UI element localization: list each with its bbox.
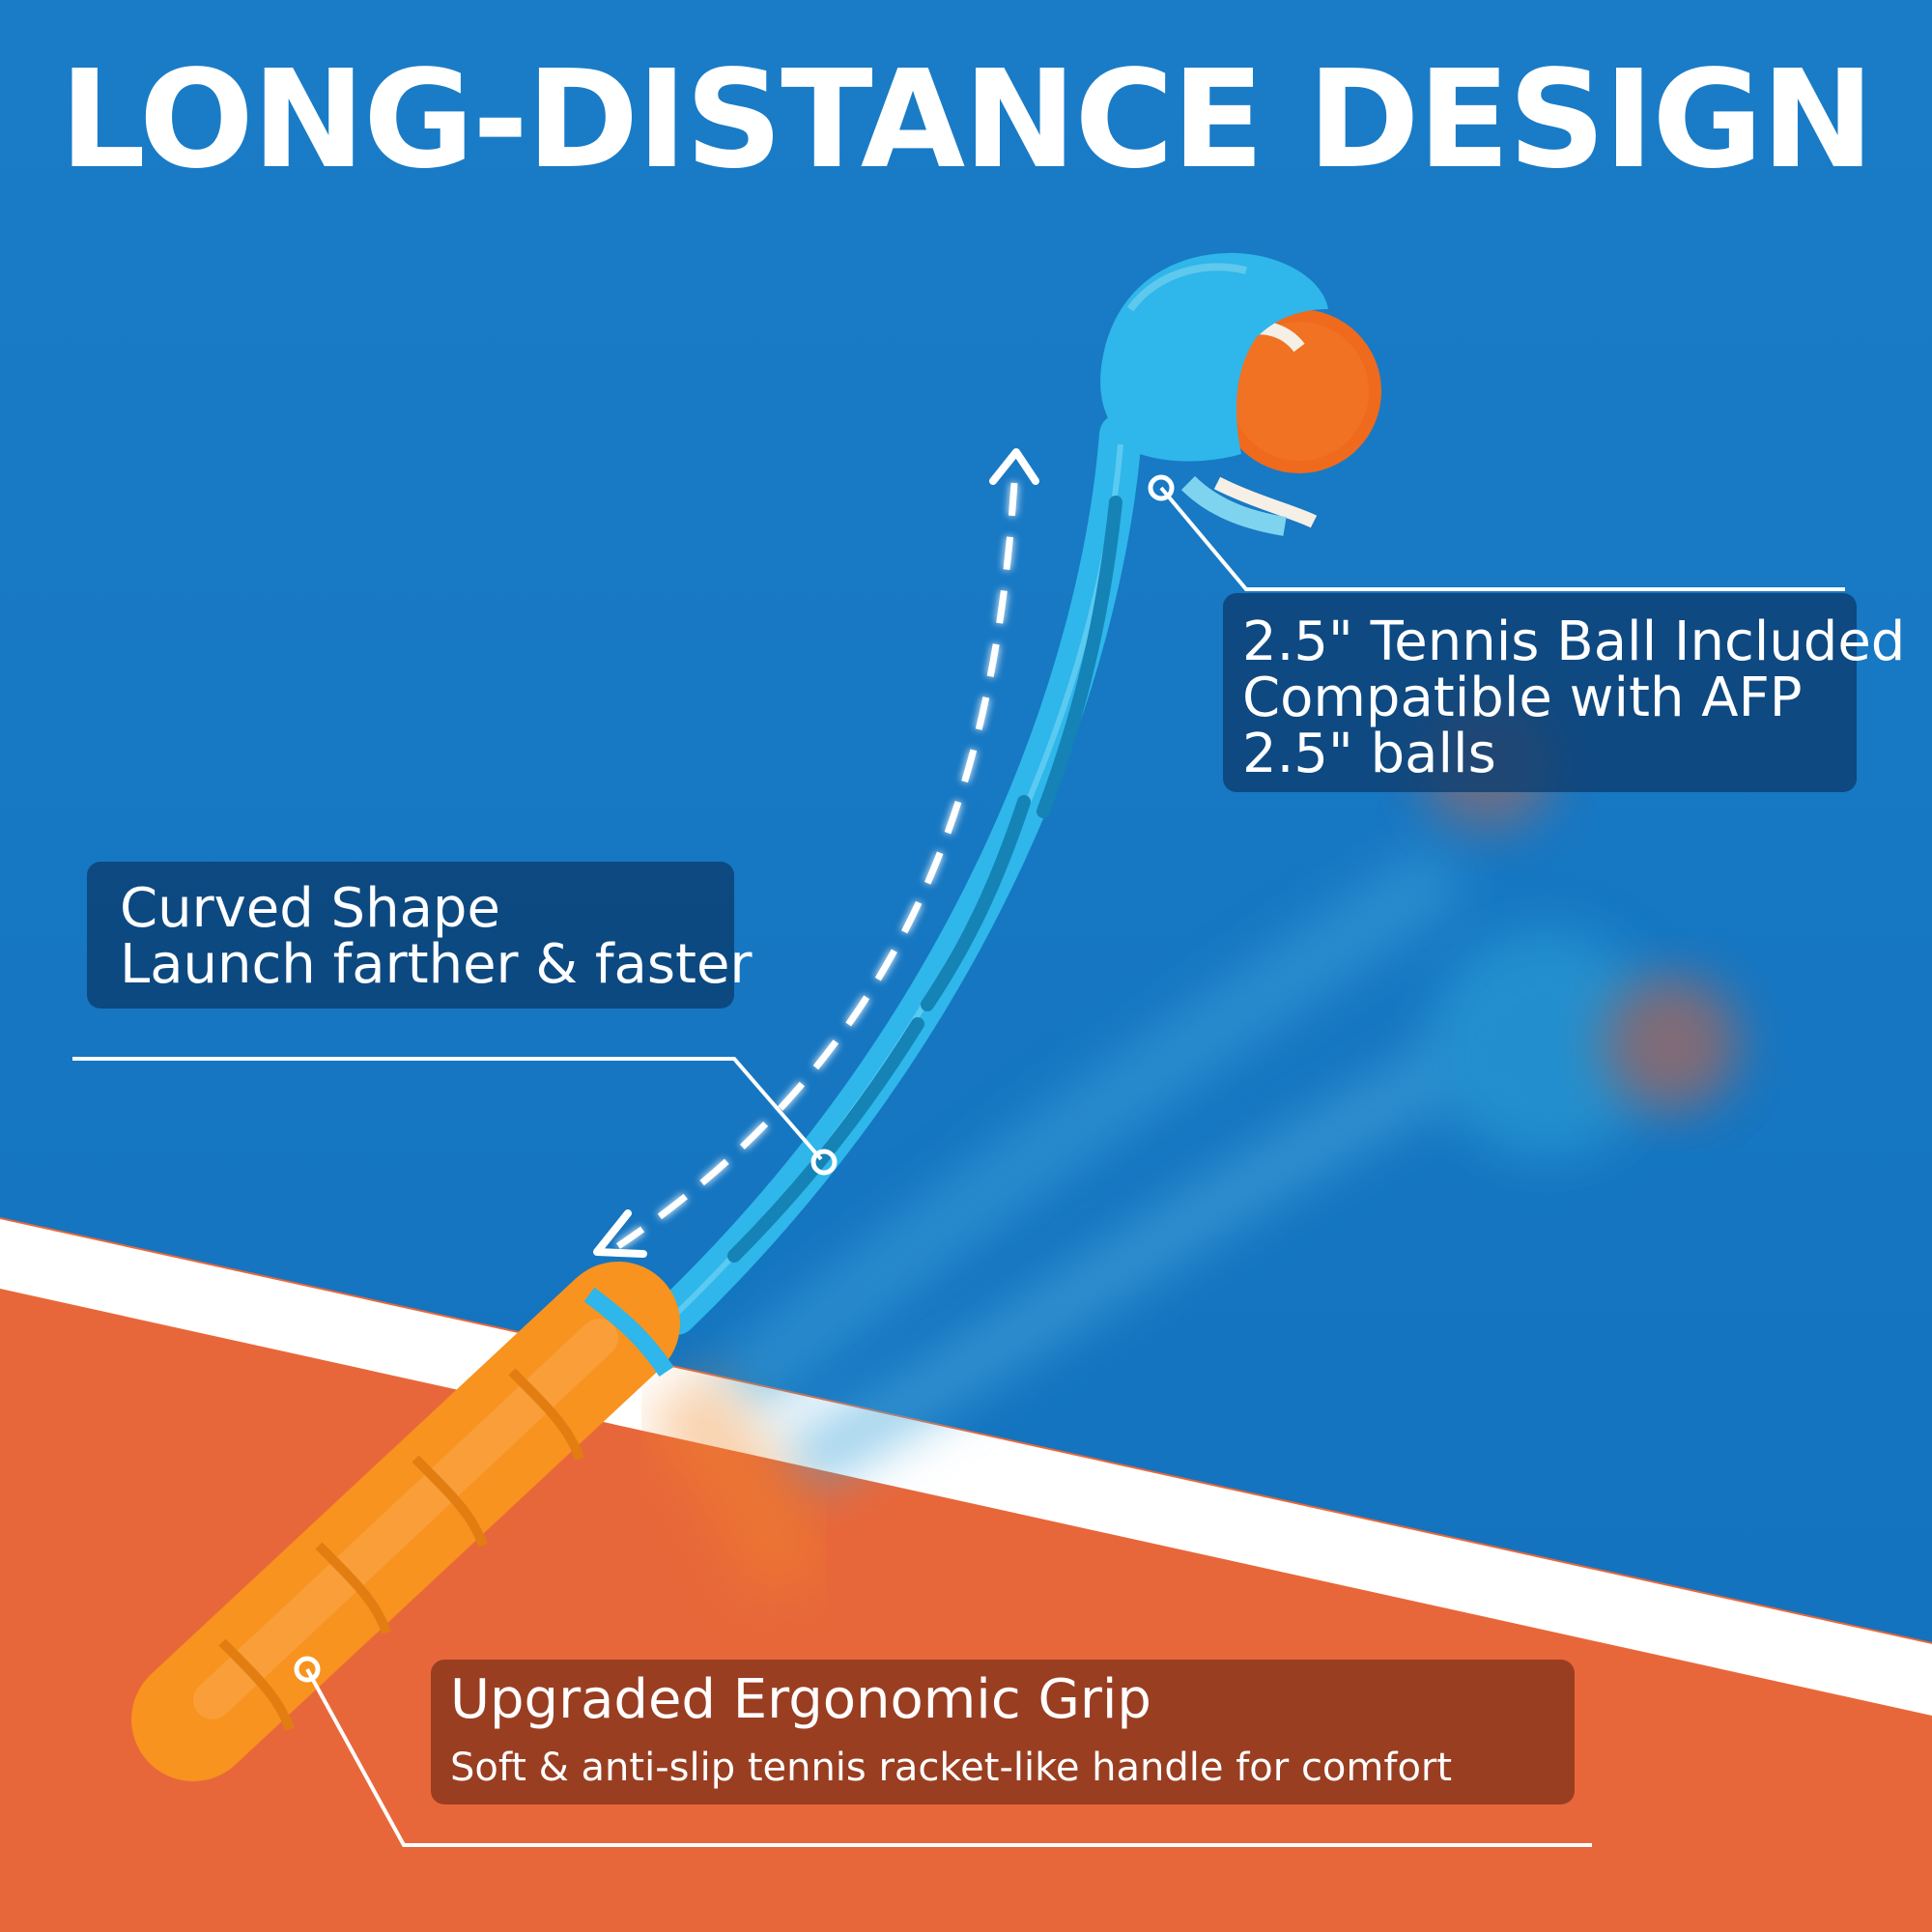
ball-cup bbox=[1100, 252, 1381, 536]
ball-callout-line-2: Compatible with AFP bbox=[1242, 667, 1803, 729]
grip-callout-title: Upgraded Ergonomic Grip bbox=[450, 1668, 1151, 1731]
ball-callout-line-3: 2.5" balls bbox=[1242, 723, 1496, 785]
launcher-arm bbox=[655, 413, 1142, 1335]
grip-callout: Upgraded Ergonomic Grip Soft & anti-slip… bbox=[431, 1660, 1575, 1804]
shape-callout-line-2: Launch farther & faster bbox=[120, 933, 753, 996]
grip-handle bbox=[131, 1262, 680, 1781]
shape-callout: Curved Shape Launch farther & faster bbox=[87, 862, 753, 1009]
ball-callout-line-1: 2.5" Tennis Ball Included bbox=[1242, 611, 1906, 673]
headline: LONG-DISTANCE DESIGN bbox=[59, 42, 1875, 199]
shape-callout-line-1: Curved Shape bbox=[120, 877, 500, 940]
motion-arrow bbox=[593, 448, 1039, 1258]
court-line bbox=[0, 1219, 1932, 1716]
leader-lines bbox=[72, 474, 1845, 1847]
grip-callout-subtitle: Soft & anti-slip tennis racket-like hand… bbox=[450, 1746, 1453, 1790]
ball-callout: 2.5" Tennis Ball Included Compatible wit… bbox=[1223, 593, 1906, 792]
